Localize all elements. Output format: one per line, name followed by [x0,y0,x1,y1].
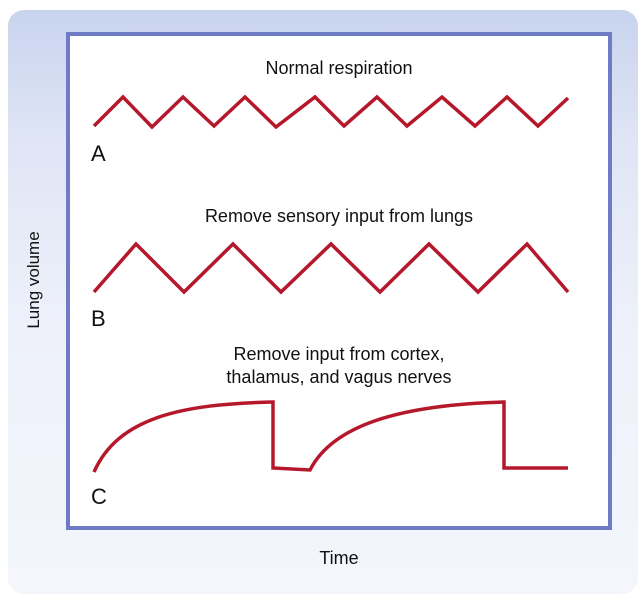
trace-c-letter: C [91,484,107,509]
plot-frame [66,32,612,530]
trace-b-letter: B [91,306,106,331]
trace-c-title-line-2: thalamus, and vagus nerves [226,367,452,387]
trace-a-letter: A [91,141,106,166]
trace-b-line [92,241,570,295]
trace-a-line [92,94,570,130]
trace-a-title: Normal respiration [265,58,413,78]
trace-c-title-line-1: Remove input from cortex, [233,344,445,364]
trace-b-title: Remove sensory input from lungs [204,206,474,226]
x-axis-label: Time [319,548,359,568]
trace-c-line [92,400,568,473]
